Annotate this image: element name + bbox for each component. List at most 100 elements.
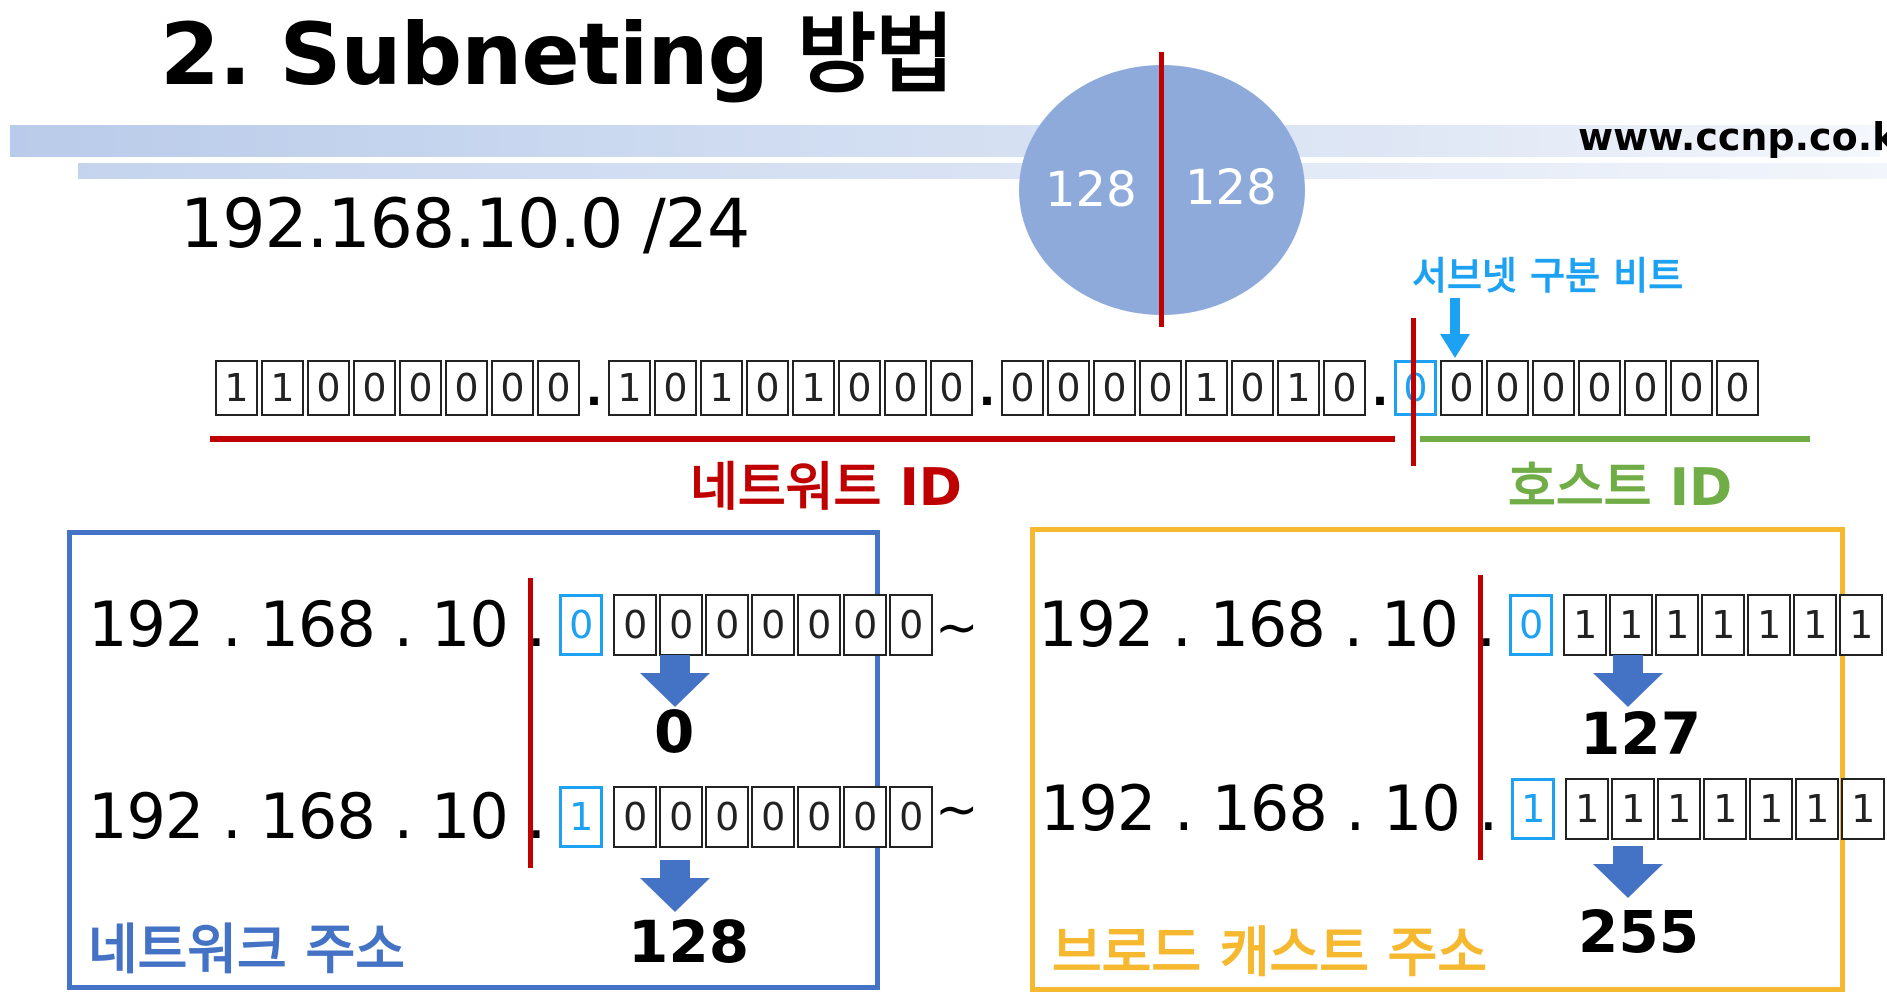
subnet-divider-line	[1478, 575, 1483, 860]
bit-cell: 1	[1609, 593, 1654, 656]
bit-cell: 1	[608, 360, 651, 416]
bit-cell: 1	[1839, 593, 1884, 656]
down-arrow-icon	[640, 655, 710, 707]
subnet-divider-line	[528, 578, 533, 868]
address-prefix: 192 . 168 . 10 .	[88, 588, 546, 661]
subnet-bit-label: 서브넷 구분 비트	[1412, 254, 1684, 298]
bit-cell: 0	[307, 360, 350, 416]
bit-cell: 1	[215, 360, 258, 416]
broadcast-address-caption: 브로드 캐스트 주소	[1052, 921, 1488, 984]
bit-cell: 0	[838, 360, 881, 416]
bit-cell: 0	[613, 785, 658, 848]
slide-title: 2. Subneting 방법	[160, 5, 954, 105]
bit-cell: 1	[1563, 593, 1608, 656]
bit-cell: 0	[797, 593, 842, 656]
network-address-result: 128	[628, 908, 750, 976]
bit-cell: 0	[1578, 360, 1621, 416]
bit-cell: 0	[705, 785, 750, 848]
octet-separator: .	[585, 365, 603, 416]
network-address-caption: 네트워크 주소	[88, 918, 405, 981]
bit-cell: 0	[843, 593, 888, 656]
down-arrow-icon	[1440, 298, 1470, 358]
bit-cell: 1	[1703, 777, 1748, 840]
bit-cell: 0	[1001, 360, 1044, 416]
octet-separator: .	[1371, 365, 1389, 416]
bit-cell: 1	[1655, 593, 1700, 656]
circle-left-value: 128	[1045, 162, 1137, 218]
bit-cell: 1	[1277, 360, 1320, 416]
bit-cell: 1	[792, 360, 835, 416]
down-arrow-icon	[640, 860, 710, 912]
bit-cell: 0	[1670, 360, 1713, 416]
site-url: www.ccnp.co.kr	[1578, 115, 1887, 159]
bit-cell: 0	[930, 360, 973, 416]
header-band	[10, 125, 1880, 157]
subnet-bit-cell: 1	[1511, 777, 1556, 840]
bit-cell: 0	[659, 785, 704, 848]
bit-cell: 0	[1440, 360, 1483, 416]
host-id-label: 호스트 ID	[1508, 458, 1733, 518]
network-address-box	[67, 530, 880, 990]
broadcast-address-box	[1030, 527, 1845, 992]
subnet-notation: 192.168.10.0 /24	[180, 185, 750, 264]
bit-cell: 0	[353, 360, 396, 416]
bit-cell: 0	[1624, 360, 1667, 416]
subnet-bit-cell: 0	[1509, 593, 1554, 656]
bit-cell: 1	[1747, 593, 1792, 656]
bit-cell: 1	[1701, 593, 1746, 656]
bit-cell: 0	[1047, 360, 1090, 416]
bit-cell: 0	[1486, 360, 1529, 416]
host-id-underline	[1420, 436, 1810, 442]
bit-cell: 1	[1565, 777, 1610, 840]
network-host-divider	[1411, 318, 1416, 466]
subnet-bit-cell: 0	[559, 593, 604, 656]
address-prefix: 192 . 168 . 10 .	[1040, 772, 1498, 845]
bit-cell: 0	[889, 593, 934, 656]
bit-cell: 0	[491, 360, 534, 416]
circle-right-value: 128	[1185, 160, 1277, 216]
range-tilde: ~	[935, 598, 979, 658]
bit-cell: 0	[654, 360, 697, 416]
down-arrow-icon	[1593, 655, 1663, 707]
circle-divider-line	[1159, 52, 1164, 327]
bit-cell: 0	[1139, 360, 1182, 416]
bit-cell: 0	[1532, 360, 1575, 416]
bit-cell: 1	[1793, 593, 1838, 656]
bit-cell: 0	[746, 360, 789, 416]
bit-cell: 0	[889, 785, 934, 848]
bit-cell: 1	[700, 360, 743, 416]
bit-cell: 0	[1231, 360, 1274, 416]
bit-cell: 0	[884, 360, 927, 416]
bit-cell: 1	[1611, 777, 1656, 840]
bit-cell: 0	[537, 360, 580, 416]
down-arrow-icon	[1593, 846, 1663, 898]
address-prefix: 192 . 168 . 10 .	[88, 780, 546, 853]
network-address-result: 0	[654, 698, 695, 766]
octet-separator: .	[978, 365, 996, 416]
header-band-secondary	[78, 163, 1887, 179]
bit-cell: 0	[1093, 360, 1136, 416]
broadcast-address-result: 255	[1578, 898, 1700, 966]
bit-cell: 1	[1185, 360, 1228, 416]
bit-cell: 0	[659, 593, 704, 656]
bit-cell: 1	[1795, 777, 1840, 840]
bit-cell: 0	[751, 785, 796, 848]
bit-cell: 0	[705, 593, 750, 656]
bit-cell: 1	[261, 360, 304, 416]
bit-cell: 0	[1323, 360, 1366, 416]
bit-cell: 0	[843, 785, 888, 848]
network-id-label: 네트워트 ID	[690, 458, 962, 518]
bit-cell: 1	[1657, 777, 1702, 840]
bit-cell: 0	[613, 593, 658, 656]
broadcast-address-result: 127	[1580, 700, 1702, 768]
range-tilde: ~	[935, 780, 979, 840]
bit-cell: 1	[1749, 777, 1794, 840]
bit-cell: 0	[751, 593, 796, 656]
address-prefix: 192 . 168 . 10 .	[1038, 588, 1496, 661]
network-id-underline	[210, 436, 1395, 442]
bit-cell: 0	[399, 360, 442, 416]
